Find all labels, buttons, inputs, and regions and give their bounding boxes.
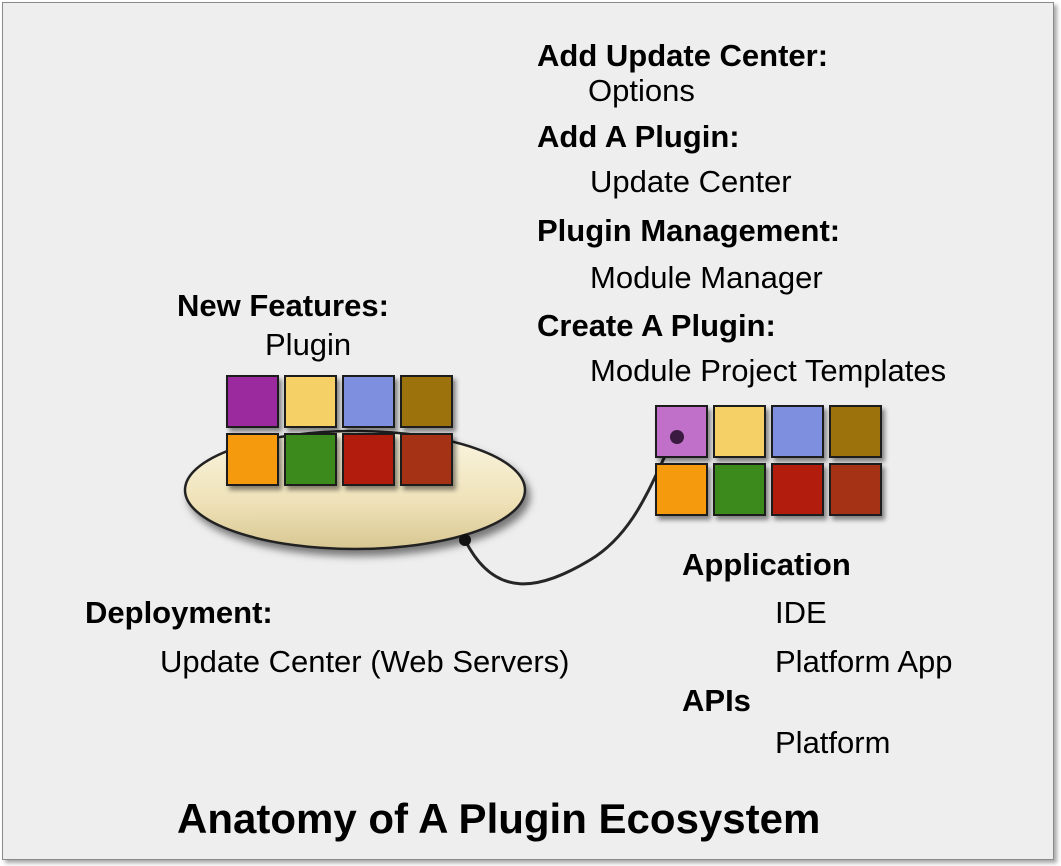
application-tile-2 [713, 405, 766, 458]
application-item-ide: IDE [775, 595, 827, 630]
feature-tile-7 [342, 433, 395, 486]
step-add-plugin-detail: Update Center [590, 164, 792, 199]
apis-item-platform: Platform [775, 725, 891, 760]
application-tile-5 [655, 463, 708, 516]
step-add-update-center-detail: Options [588, 73, 695, 108]
feature-tile-3 [342, 375, 395, 428]
application-tile-8 [829, 463, 882, 516]
deployment-detail: Update Center (Web Servers) [160, 644, 570, 679]
feature-tile-4 [400, 375, 453, 428]
diagram-title: Anatomy of A Plugin Ecosystem [177, 795, 821, 842]
application-tile-7 [771, 463, 824, 516]
apis-heading: APIs [682, 683, 751, 718]
application-heading: Application [682, 547, 851, 582]
feature-tile-5 [226, 433, 279, 486]
feature-tile-2 [284, 375, 337, 428]
feature-tile-6 [284, 433, 337, 486]
step-create-plugin-heading: Create A Plugin: [537, 308, 776, 343]
application-tiles [655, 405, 882, 516]
application-tile-6 [713, 463, 766, 516]
step-add-plugin-heading: Add A Plugin: [537, 119, 740, 154]
connector-end-dot [670, 430, 684, 444]
feature-tile-1 [226, 375, 279, 428]
connector-start-dot [459, 534, 471, 546]
step-plugin-management-heading: Plugin Management: [537, 213, 841, 248]
new-features-heading: New Features: [177, 288, 389, 323]
application-tile-1 [655, 405, 708, 458]
step-plugin-management-detail: Module Manager [590, 260, 823, 295]
deployment-heading: Deployment: [85, 595, 273, 630]
application-item-platform-app: Platform App [775, 644, 953, 679]
step-add-update-center-heading: Add Update Center: [537, 38, 829, 73]
feature-plugin-tiles [226, 375, 453, 486]
step-create-plugin-detail: Module Project Templates [590, 353, 947, 388]
new-features-detail: Plugin [265, 327, 352, 362]
application-tile-4 [829, 405, 882, 458]
feature-tile-8 [400, 433, 453, 486]
application-tile-3 [771, 405, 824, 458]
